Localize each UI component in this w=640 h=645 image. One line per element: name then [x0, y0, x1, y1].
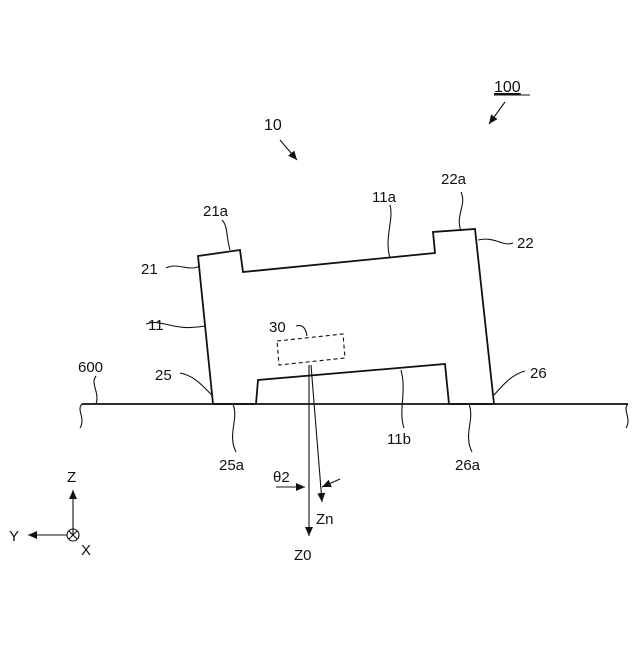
- label-30: 30: [269, 319, 286, 336]
- label-10: 10: [264, 117, 282, 134]
- label-zn: Zn: [316, 511, 334, 528]
- label-26a: 26a: [455, 457, 481, 474]
- label-26: 26: [530, 365, 547, 382]
- label-11: 11: [148, 317, 164, 334]
- label-22a: 22a: [441, 171, 467, 188]
- housing-outline: [198, 229, 494, 404]
- label-11a: 11a: [372, 189, 397, 206]
- label-22: 22: [517, 235, 534, 252]
- label-axis-z: Z: [67, 469, 76, 486]
- ground-line: [80, 404, 628, 428]
- label-21a: 21a: [203, 203, 229, 220]
- label-600: 600: [78, 359, 103, 376]
- label-z0: Z0: [294, 547, 312, 564]
- sensor-box: [277, 334, 345, 365]
- label-axis-y: Y: [9, 528, 19, 545]
- label-25a: 25a: [219, 457, 245, 474]
- label-25: 25: [155, 367, 172, 384]
- label-theta2: θ2: [273, 469, 290, 486]
- label-100: 100: [494, 79, 521, 96]
- labels: 100 10 11a 21a 22a 21 22 11 30 600 25 26…: [9, 79, 547, 564]
- zn-axis: [311, 365, 322, 502]
- label-21: 21: [141, 261, 158, 278]
- coordinate-system: [28, 490, 79, 541]
- label-11b: 11b: [387, 431, 411, 448]
- label-axis-x: X: [81, 542, 91, 559]
